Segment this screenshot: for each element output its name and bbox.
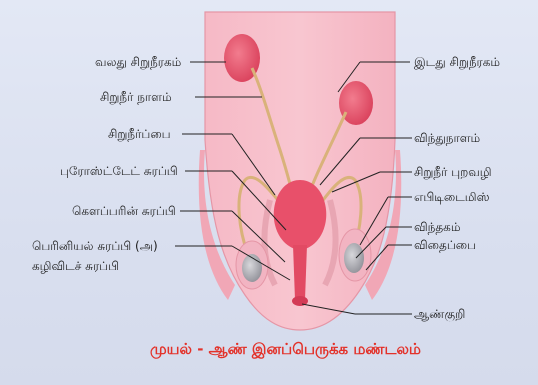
label-perineal-2: கழிவிடச் சுரப்பி [32,258,119,274]
label-ureter: சிறுநீர் நாளம் [100,89,172,105]
diagram-title: முயல் - ஆண் இனப்பெருக்க மண்டலம் [150,340,421,360]
testis-right [344,243,364,273]
label-testis: விந்தகம் [414,219,461,235]
urethra [293,245,307,300]
label-penis: ஆண்குறி [414,306,465,322]
label-left-kidney: இடது சிறுநீரகம் [414,54,500,70]
label-scrotum: விதைப்பை [414,237,476,253]
label-right-kidney: வலது சிறுநீரகம் [95,54,181,70]
label-urethra: சிறுநீர் புறவழி [414,164,492,180]
label-perineal-1: பெரினியல் சுரப்பி (அ) [32,238,158,254]
label-epididymis: எபிடிடைமிஸ் [414,189,489,205]
label-cowpers: கௌப்பரின் சுரப்பி [72,203,176,219]
label-prostate: புரோஸ்ட்டேட் சுரப்பி [60,163,178,179]
label-vas-deferens: விந்துநாளம் [414,130,480,146]
label-bladder: சிறுநீர்ப்பை [108,126,171,142]
